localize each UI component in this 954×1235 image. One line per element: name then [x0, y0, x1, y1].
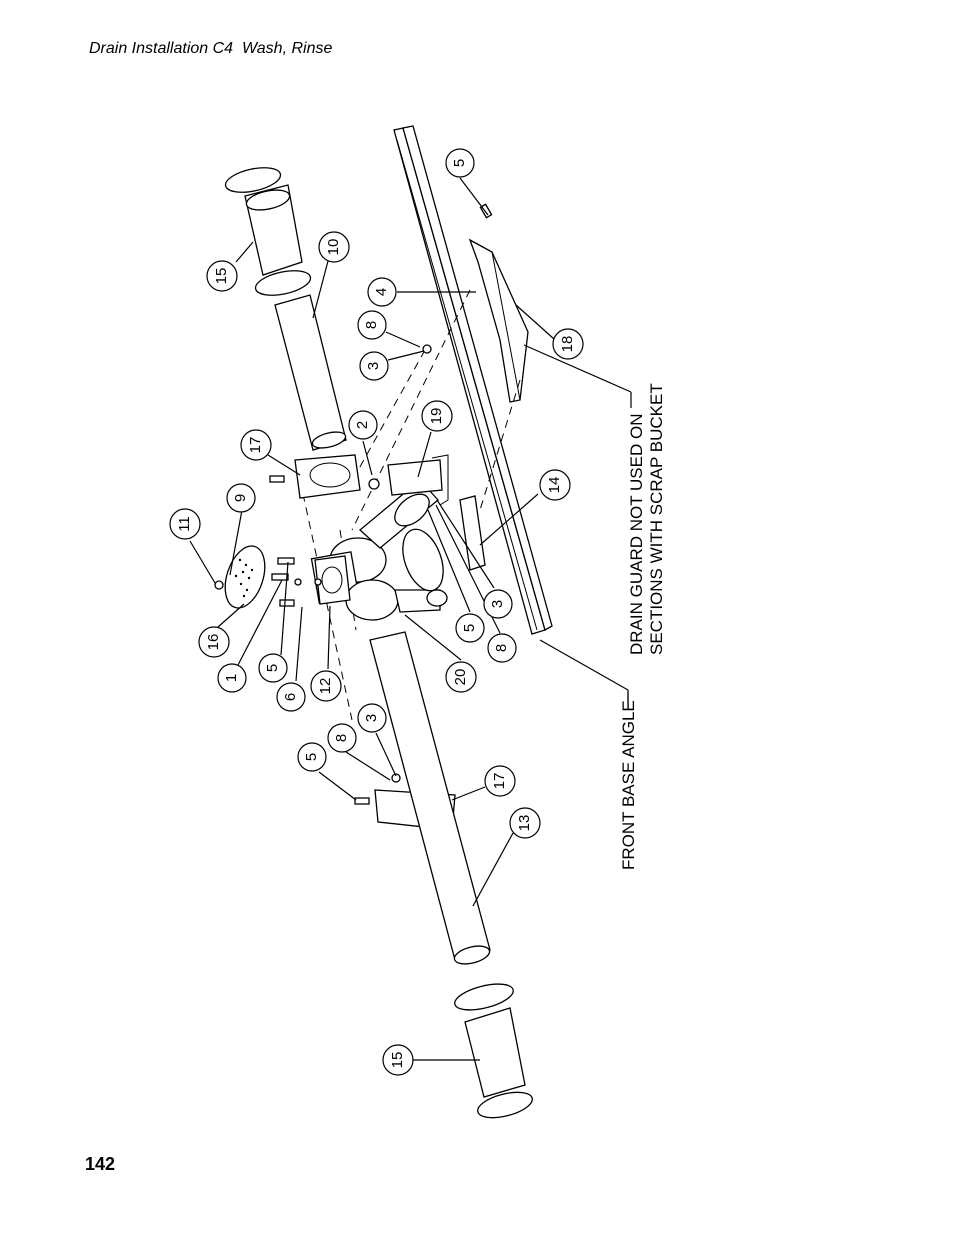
svg-text:19: 19: [428, 408, 445, 425]
callout-19: 19: [421, 400, 453, 432]
callout-17-top: 17: [240, 429, 272, 461]
svg-text:8: 8: [363, 321, 380, 329]
callout-5-mid-right: 5: [455, 613, 485, 643]
callout-20: 20: [445, 661, 477, 693]
svg-text:4: 4: [373, 288, 390, 296]
callout-4: 4: [367, 277, 397, 307]
callout-5-top: 5: [445, 148, 475, 178]
drain-guard-note-line1: DRAIN GUARD NOT USED ON: [627, 414, 646, 656]
callout-2: 2: [348, 410, 378, 440]
svg-text:8: 8: [333, 734, 350, 742]
svg-text:20: 20: [452, 669, 469, 686]
callout-9: 9: [226, 483, 256, 513]
page-number: 142: [85, 1154, 116, 1174]
svg-text:18: 18: [559, 336, 576, 353]
svg-text:5: 5: [461, 624, 478, 632]
svg-text:5: 5: [451, 159, 468, 167]
page-header-title: Drain Installation C4 Wash, Rinse: [89, 40, 333, 57]
callout-3-low: 3: [357, 703, 387, 733]
svg-text:3: 3: [365, 362, 382, 370]
svg-text:15: 15: [389, 1052, 406, 1069]
svg-text:11: 11: [176, 516, 193, 532]
callout-14: 14: [539, 469, 571, 501]
svg-text:9: 9: [232, 494, 249, 502]
callout-16: 16: [198, 626, 230, 658]
svg-text:13: 13: [516, 815, 533, 832]
svg-text:15: 15: [213, 268, 230, 285]
svg-text:16: 16: [205, 634, 222, 651]
callout-8-mid: 8: [487, 633, 517, 663]
svg-text:17: 17: [491, 773, 508, 790]
svg-text:14: 14: [546, 477, 563, 494]
leader-lines: [189, 177, 632, 1061]
drain-guard-part: [468, 238, 529, 403]
svg-text:5: 5: [303, 753, 320, 761]
gasket-plate-part: [314, 555, 351, 605]
upper-pipe-part: [274, 294, 347, 451]
lower-pipe-part: [369, 631, 491, 965]
callout-15-low: 15: [382, 1044, 414, 1076]
callout-12: 12: [310, 670, 342, 702]
callout-1: 1: [217, 663, 247, 693]
drain-guard-note-line2: SECTIONS WITH SCRAP BUCKET: [647, 383, 666, 655]
callout-6: 6: [276, 682, 306, 712]
callout-11: 11: [169, 508, 201, 540]
callout-8-top: 8: [357, 310, 387, 340]
upper-hose-part: [224, 167, 312, 296]
callout-3-top: 3: [359, 351, 389, 381]
callout-17-low: 17: [484, 765, 516, 797]
upper-bracket-part: [294, 454, 361, 499]
svg-text:5: 5: [264, 664, 281, 672]
callout-3-mid: 3: [483, 589, 513, 619]
svg-text:17: 17: [247, 437, 264, 454]
drain-valve-body-part: [310, 479, 448, 621]
fastener-parts: [214, 203, 493, 805]
valve-bracket-part: [387, 454, 449, 506]
callout-5-mid-left: 5: [258, 653, 288, 683]
callout-8-low: 8: [327, 723, 357, 753]
svg-text:1: 1: [223, 674, 240, 682]
svg-text:6: 6: [282, 693, 299, 701]
svg-text:3: 3: [489, 600, 506, 608]
strainer-basket-part: [224, 545, 266, 609]
svg-text:3: 3: [363, 714, 380, 722]
svg-text:12: 12: [317, 678, 334, 695]
callout-10: 10: [318, 231, 350, 263]
callout-18: 18: [552, 328, 584, 360]
svg-text:8: 8: [493, 644, 510, 652]
callout-13: 13: [509, 807, 541, 839]
svg-text:10: 10: [325, 239, 342, 256]
svg-text:2: 2: [354, 421, 371, 429]
front-base-angle-part: [393, 125, 553, 635]
callout-5-low: 5: [297, 742, 327, 772]
callout-15-top: 15: [206, 260, 238, 292]
front-base-angle-note: FRONT BASE ANGLE: [619, 700, 638, 870]
lower-hose-part: [454, 983, 533, 1119]
